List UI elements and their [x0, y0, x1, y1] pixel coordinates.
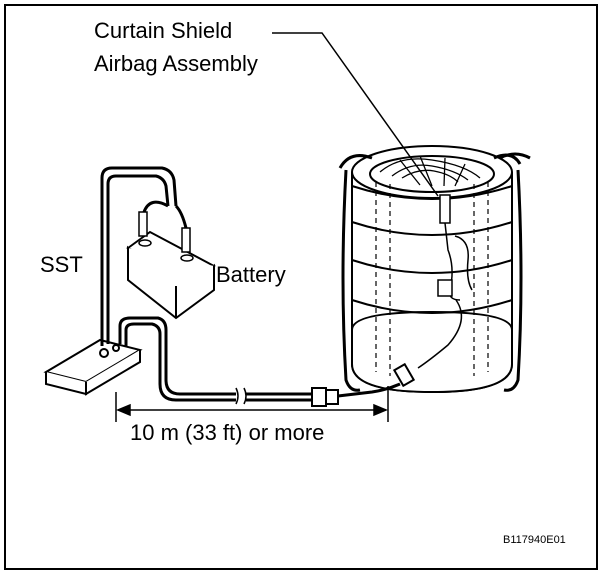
tire-stack [351, 145, 513, 394]
figure-frame [4, 4, 598, 570]
curtain-shield-label: Curtain Shield [94, 18, 233, 43]
battery-label: Battery [216, 262, 286, 287]
airbag-assembly-label: Airbag Assembly [94, 51, 258, 76]
sst-box [43, 338, 143, 396]
figure-code: B117940E01 [503, 534, 566, 546]
airbag-leader-line [272, 32, 439, 197]
connectors [311, 362, 416, 407]
airbag-harness [417, 194, 473, 369]
wires [100, 166, 401, 402]
hidden-lines [375, 182, 489, 376]
airbag-top [379, 155, 481, 187]
sst-label: SST [40, 252, 83, 277]
dimension-line [115, 386, 389, 422]
wire-break [235, 387, 247, 405]
holding-ropes [338, 152, 531, 392]
distance-label: 10 m (33 ft) or more [130, 420, 325, 445]
